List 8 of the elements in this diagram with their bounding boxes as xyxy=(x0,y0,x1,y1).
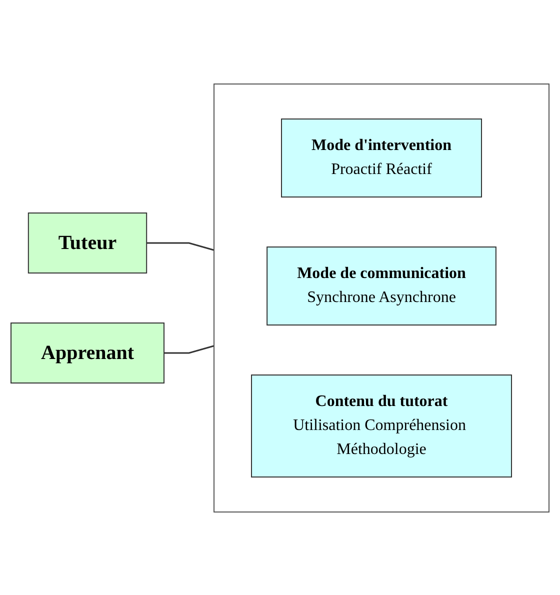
connector xyxy=(164,344,214,354)
connector xyxy=(146,242,214,250)
node-box: Tuteur xyxy=(28,212,148,273)
node-box: Apprenant xyxy=(10,322,164,383)
node-box: Contenu du tutorat Utilisation Compréhension Méthodologie xyxy=(251,374,512,477)
node-box: Mode d'intervention Proactif Réactif xyxy=(281,118,482,197)
node-box: Mode de communication Synchrone Asynchrone xyxy=(266,246,496,325)
cluster xyxy=(214,83,550,512)
